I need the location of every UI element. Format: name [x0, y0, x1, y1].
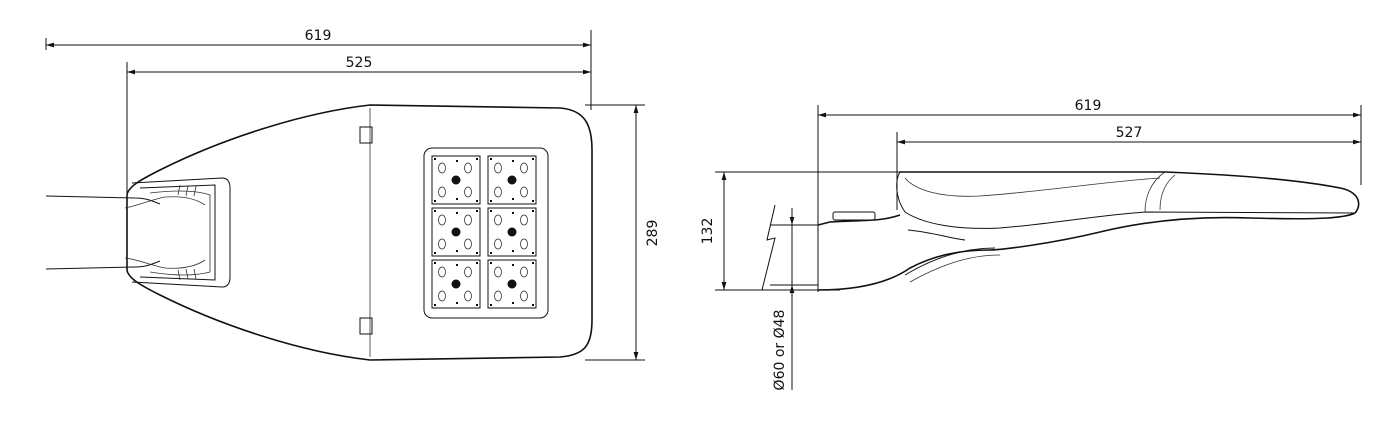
led-module [431, 207, 481, 257]
dimension-body-length-side: 527 [896, 125, 1361, 210]
dim-label-289: 289 [645, 220, 661, 247]
dimension-overall-length-top: 619 [45, 28, 592, 110]
led-module [487, 207, 537, 257]
clip-bottom [359, 317, 373, 335]
dim-label-spigot-diameter: Ø60 or Ø48 [772, 310, 788, 391]
clip-top [359, 126, 373, 144]
dimension-height: 132 [700, 171, 900, 291]
led-module [431, 155, 481, 205]
mounting-bracket-top [124, 177, 231, 288]
dim-label-525: 525 [346, 55, 373, 71]
dim-label-132: 132 [700, 218, 716, 245]
led-panel [423, 147, 549, 319]
dimension-width: 289 [585, 104, 661, 361]
dim-label-619-top: 619 [305, 28, 332, 44]
luminaire-body-outline [126, 104, 593, 361]
top-view: 619 525 289 [45, 28, 661, 361]
dim-label-619-side: 619 [1075, 98, 1102, 114]
led-module [431, 259, 481, 309]
led-module-grid [431, 155, 537, 309]
dimension-overall-length-side: 619 [817, 98, 1362, 292]
pole-arm-top [45, 195, 161, 270]
side-view: 619 527 132 Ø60 or Ø48 [700, 98, 1362, 391]
led-module [487, 155, 537, 205]
dim-label-527: 527 [1116, 125, 1143, 141]
dimension-body-length-top: 525 [126, 55, 591, 195]
led-module [487, 259, 537, 309]
luminaire-body-side [817, 171, 1360, 291]
dimension-spigot: Ø60 or Ø48 [761, 204, 818, 391]
